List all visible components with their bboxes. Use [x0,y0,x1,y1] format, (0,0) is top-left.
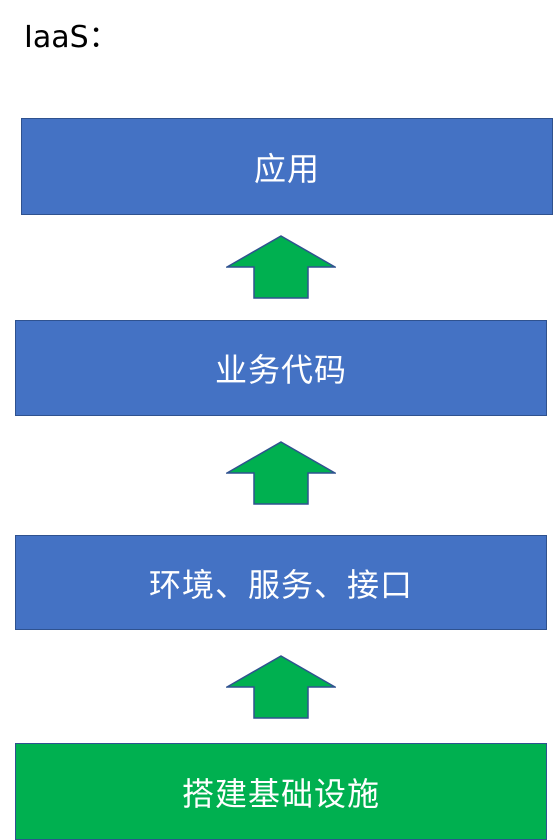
layer-application-box: 应用 [21,118,553,215]
up-arrow-icon [226,441,336,505]
up-arrow-icon [226,655,336,719]
layer-infrastructure-label: 搭建基础设施 [181,774,380,813]
layer-environment-label: 环境、服务、接口 [148,565,413,604]
diagram-heading: IaaS： [24,20,119,55]
layer-environment-box: 环境、服务、接口 [15,535,547,630]
up-arrow-icon [226,235,336,299]
layer-application-label: 应用 [253,149,320,188]
layer-business-code-label: 业务代码 [214,351,347,389]
layer-business-code-box: 业务代码 [15,320,547,416]
layer-infrastructure-box: 搭建基础设施 [15,743,547,840]
